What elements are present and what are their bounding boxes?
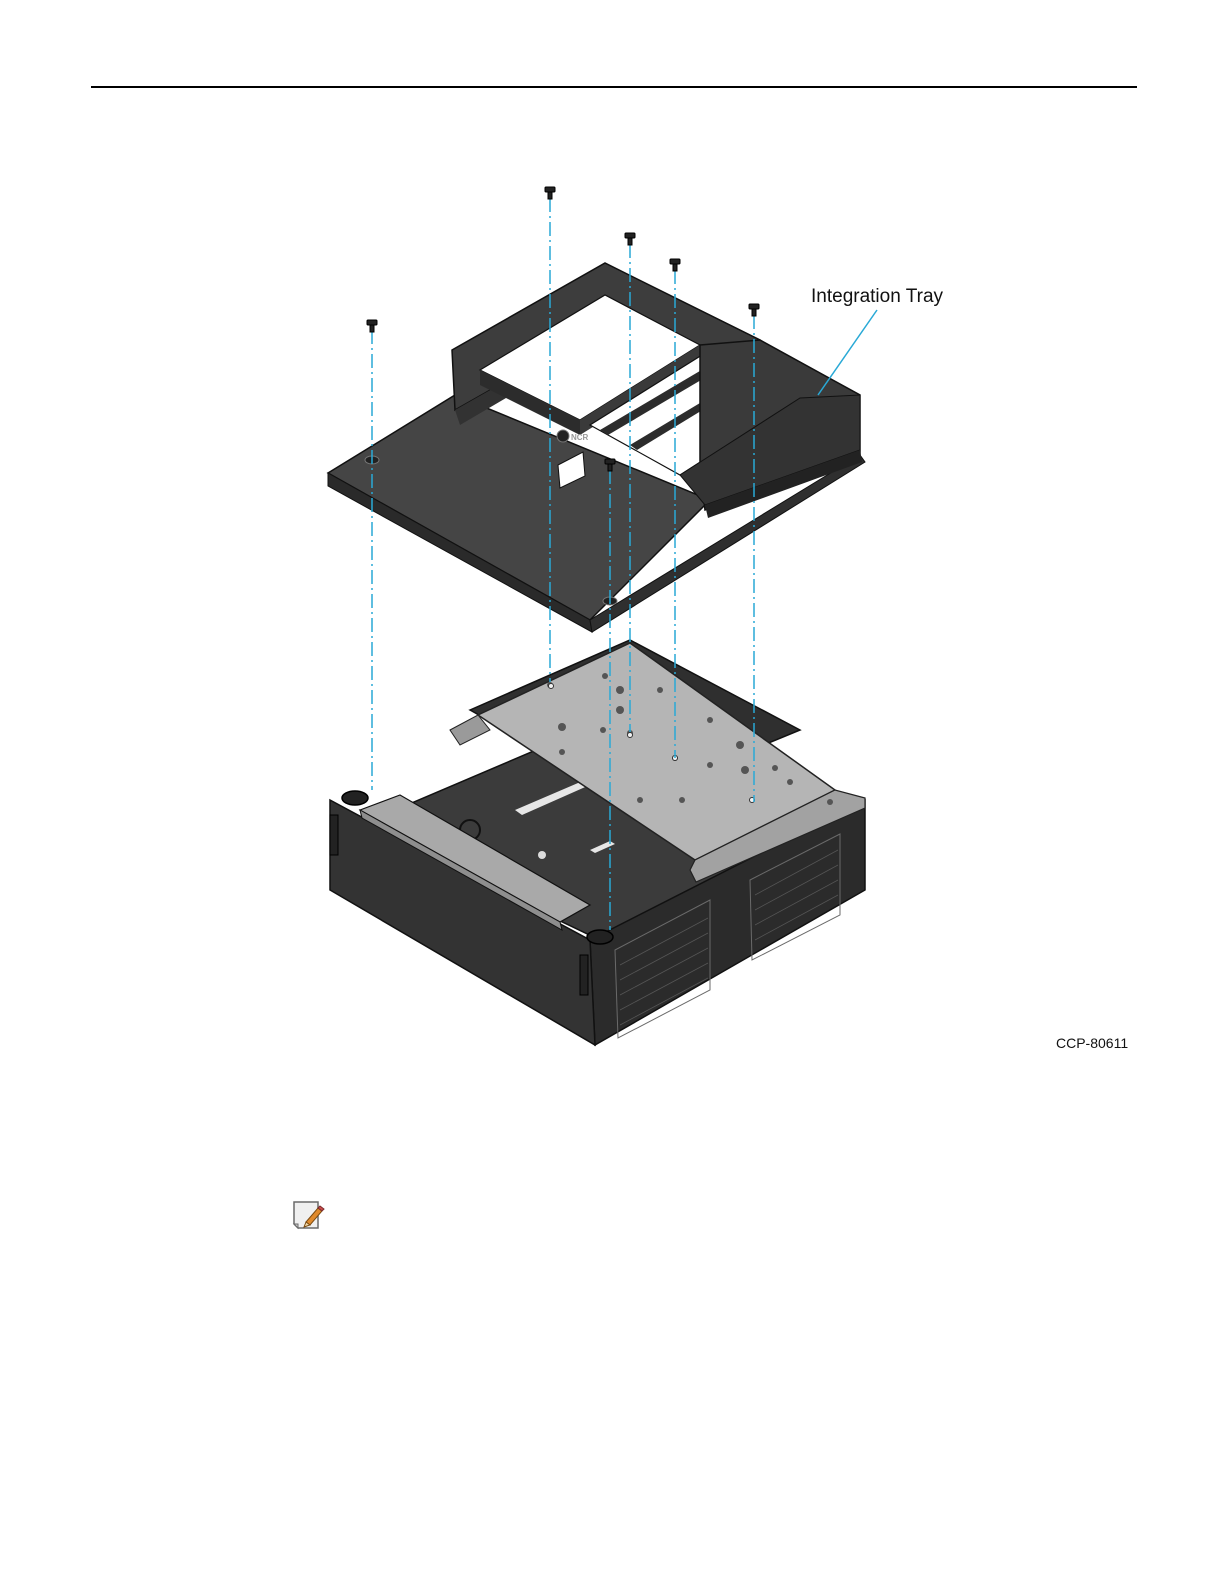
integration-tray: NCR (328, 263, 877, 632)
screw-4 (670, 259, 680, 271)
tray-logo: NCR (571, 433, 589, 442)
note-pencil-icon (292, 1200, 328, 1232)
header-rule (91, 86, 1137, 88)
screw-3 (625, 233, 635, 245)
screw-1 (367, 320, 377, 332)
integration-tray-label: Integration Tray (811, 286, 943, 308)
screw-2 (545, 187, 555, 199)
screw-5 (749, 304, 759, 316)
figure-id: CCP-80611 (1056, 1035, 1128, 1051)
